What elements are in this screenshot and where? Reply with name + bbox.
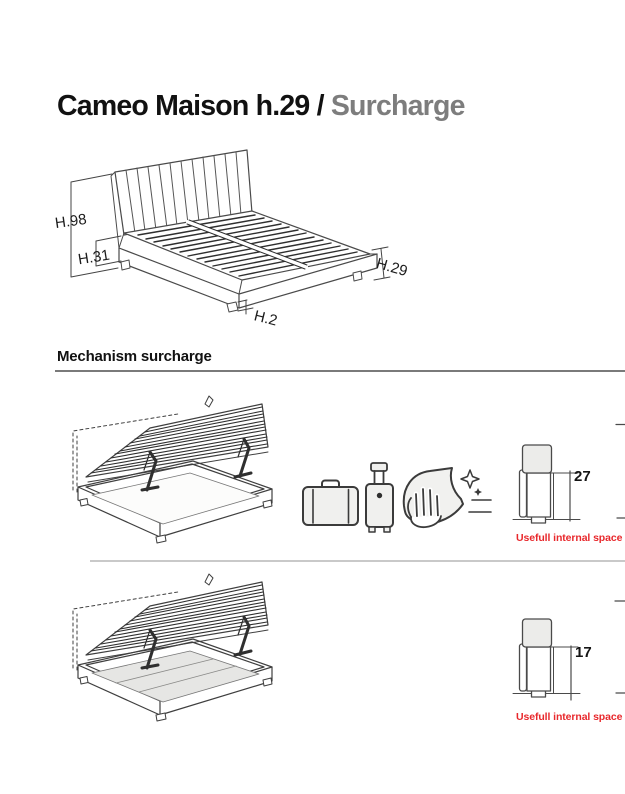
internal-space-caption-row2: Usefull internal space <box>516 711 623 723</box>
section-heading: Mechanism surcharge <box>57 348 212 365</box>
dimension-lines <box>70 173 391 315</box>
edge-tick-marks <box>614 600 625 694</box>
bed-front-view-drawing <box>70 149 391 315</box>
edge-tick-marks <box>615 423 625 519</box>
internal-space-caption-row1: Usefull internal space <box>516 532 623 544</box>
row2-side-view <box>512 600 625 701</box>
suitcase-icon <box>302 479 359 526</box>
hand-wipe-icon <box>402 467 464 529</box>
section-divider <box>55 370 625 372</box>
trolley-icon <box>365 462 394 533</box>
storage-floor <box>91 472 260 525</box>
sparkles-icon <box>460 469 492 513</box>
row1-side-view <box>512 423 625 524</box>
row1-open-bed-drawing <box>71 394 273 544</box>
page-title: Cameo Maison h.29 / Surcharge <box>57 90 466 122</box>
row2-open-bed-drawing <box>71 572 273 722</box>
title-variant-name: Surcharge <box>330 90 466 122</box>
row-divider <box>90 560 625 562</box>
storage-icons <box>302 462 492 533</box>
title-product-name: Cameo Maison h.29 / <box>57 90 331 122</box>
internal-space-value-row2: 17 <box>575 644 592 661</box>
internal-space-value-row1: 27 <box>574 468 591 485</box>
